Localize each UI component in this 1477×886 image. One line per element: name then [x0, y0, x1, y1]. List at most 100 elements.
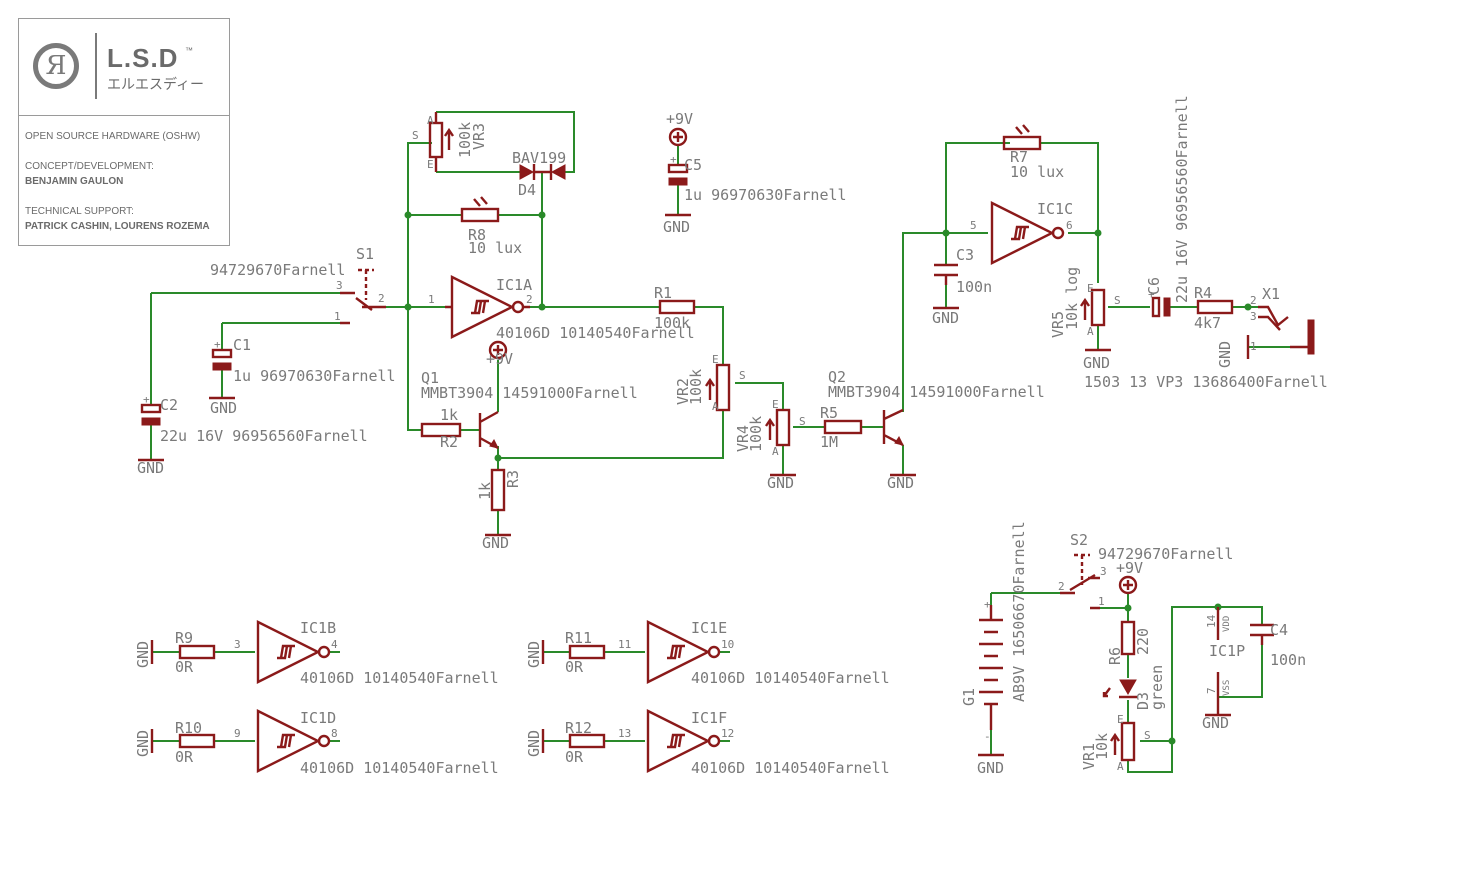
ic1b-pin-4: 4 [331, 638, 338, 651]
logo-kana: エルエスディー [107, 77, 205, 93]
r10-name: R10 [175, 719, 202, 737]
ic1e-group: R11 0R 11 10 IC1E 40106D 10140540Farnell [565, 619, 890, 687]
c1-capacitor: + C1 1u 96970630Farnell [211, 336, 396, 385]
gnd-label: GND [767, 474, 794, 492]
gnd-symbol: GND [977, 753, 1004, 777]
vr4-name: VR4 [734, 425, 752, 452]
s2-ref: 94729670Farnell [1098, 545, 1233, 563]
junction-dot [494, 454, 502, 462]
s2-vcc-label: +9V [1116, 559, 1143, 577]
ic1f-value: 40106D 10140540Farnell [691, 759, 890, 777]
junction-dot [1168, 737, 1176, 745]
s2-name: S2 [1070, 531, 1088, 549]
g1-name: G1 [960, 688, 978, 706]
credit-concept-name: BENJAMIN GAULON [25, 176, 124, 187]
c2-value: 22u 16V 96956560Farnell [160, 427, 368, 445]
s1-pin-1: 1 [334, 310, 341, 323]
x1-name: X1 [1262, 285, 1280, 303]
c6-name: C6 [1145, 277, 1163, 295]
ic1d-value: 40106D 10140540Farnell [300, 759, 499, 777]
q2-value: MMBT3904 14591000Farnell [828, 383, 1045, 401]
gnd-label: GND [663, 218, 690, 236]
gnd-label: GND [977, 759, 1004, 777]
c2-plus: + [143, 393, 150, 406]
vr3-name: VR3 [470, 123, 488, 150]
ic1c-pin-5: 5 [970, 219, 977, 232]
r2-value: 1k [440, 406, 458, 424]
junction-dot [538, 303, 546, 311]
c3-capacitor: C3 100n [934, 246, 992, 296]
vr3-potentiometer: A S E 100k VR3 [412, 112, 488, 172]
r8-ldr: R8 10 lux [460, 196, 522, 257]
gnd-symbol: GND [525, 640, 545, 668]
ic1b-value: 40106D 10140540Farnell [300, 669, 499, 687]
ic1p-pin-7: 7 [1205, 687, 1218, 694]
r10-value: 0R [175, 748, 194, 766]
vr2-pin-s: S [739, 369, 746, 382]
credit-support-label: TECHNICAL SUPPORT: [25, 206, 134, 217]
q1-transistor: +9V Q1 MMBT3904 14591000Farnell [421, 340, 638, 450]
gnd-symbol: GND [1202, 713, 1231, 732]
r2-name: R2 [440, 433, 458, 451]
x1-value: 1503 13 VP3 13686400Farnell [1084, 373, 1328, 391]
ic1f-pin-13: 13 [618, 727, 631, 740]
ic1e-pin-11: 11 [618, 638, 631, 651]
c1-plus: + [214, 338, 221, 351]
gnd-symbol: GND [209, 396, 237, 417]
ic1a-inverter: 1 2 IC1A 40106D 10140540Farnell [428, 275, 695, 342]
ic1b-group: R9 0R 3 4 IC1B 40106D 10140540Farnell [175, 619, 499, 687]
d4-name: D4 [518, 181, 536, 199]
c6-capacitor: + C6 22u 16V 96956560Farnell [1145, 95, 1191, 318]
vr1-pin-s: S [1144, 729, 1151, 742]
credit-oshw: OPEN SOURCE HARDWARE (OSHW) [25, 131, 201, 142]
vr4-pin-e: E [772, 398, 779, 411]
d4-part: BAV199 [512, 149, 566, 167]
x1-jack: 2 3 1 X1 1503 13 VP3 13686400Farnell [1084, 285, 1328, 391]
junction-dot [404, 211, 412, 219]
ic1a-pin-2: 2 [526, 293, 533, 306]
c5-value: 1u 96970630Farnell [684, 186, 847, 204]
c5-vcc-label: +9V [666, 110, 693, 128]
g1-battery: + - G1 AB9V 16506670Farnell [960, 521, 1028, 743]
gnd-label: GND [1083, 354, 1110, 372]
ic1d-pin-9: 9 [234, 727, 241, 740]
ic1f-group: R12 0R 13 12 IC1F 40106D 10140540Farnell [565, 709, 890, 777]
d3-led: D3 green [1102, 665, 1166, 710]
c5-plus: + [670, 153, 677, 166]
ic1b-name: IC1B [300, 619, 336, 637]
ic1d-pin-8: 8 [331, 727, 338, 740]
junction-dot [942, 229, 950, 237]
gnd-label: GND [887, 474, 914, 492]
ic1a-pin-1: 1 [428, 293, 435, 306]
vr5-pin-a: A [1087, 325, 1094, 338]
gnd-symbol: GND [1216, 335, 1250, 368]
c3-name: C3 [956, 246, 974, 264]
ic1p-name: IC1P [1209, 642, 1245, 660]
c4-name: C4 [1270, 621, 1288, 639]
ic1p-power: 14 VDD IC1P 7 VSS [1205, 607, 1245, 715]
gnd-symbol: GND [137, 458, 164, 477]
r12-value: 0R [565, 748, 584, 766]
gnd-label: GND [1216, 341, 1234, 368]
s2-pin-2: 2 [1058, 580, 1065, 593]
vr4-pin-a: A [772, 445, 779, 458]
gnd-label: GND [134, 730, 152, 757]
gnd-label: GND [1202, 714, 1229, 732]
r11-value: 0R [565, 658, 584, 676]
vr5-pin-e: E [1087, 282, 1094, 295]
s2-pin-3: 3 [1100, 565, 1107, 578]
vr1-pin-a: A [1117, 760, 1124, 773]
c3-value: 100n [956, 278, 992, 296]
logo-trademark: ™ [185, 46, 193, 55]
logo-name: L.S.D [107, 43, 179, 73]
gnd-symbol: GND [134, 640, 154, 668]
gnd-symbol: GND [767, 473, 796, 492]
vr2-potentiometer: E S A VR2 100k [674, 353, 746, 413]
gnd-label: GND [134, 641, 152, 668]
r4-value: 4k7 [1194, 314, 1221, 332]
vr2-value: 100k [687, 369, 705, 405]
junction-dot [1244, 303, 1252, 311]
c4-value: 100n [1270, 651, 1306, 669]
logo-mark-icon: Я [33, 43, 79, 89]
r3-resistor: 1k R3 [476, 468, 522, 512]
